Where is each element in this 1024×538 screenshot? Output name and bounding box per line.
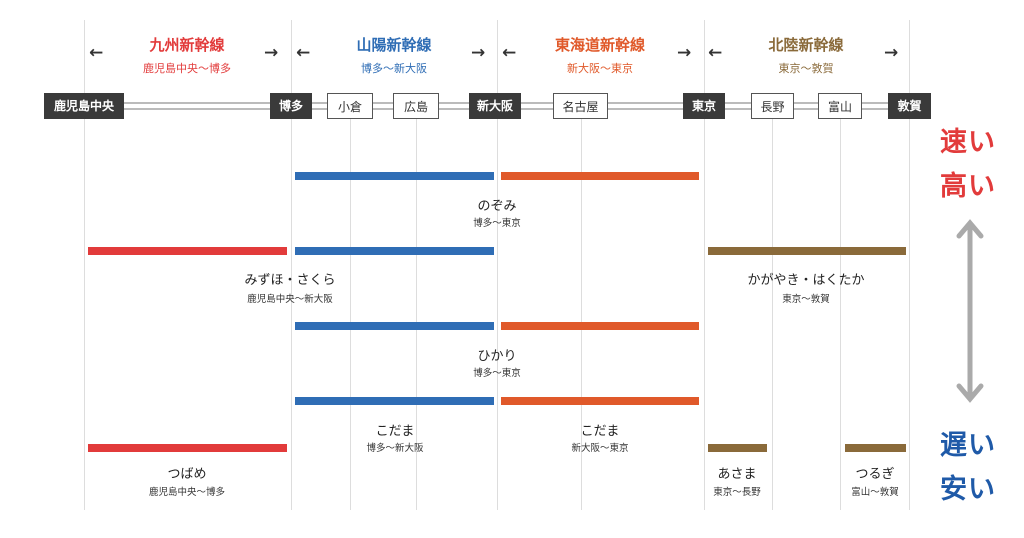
asama-bar — [708, 444, 767, 452]
station-kagoshima-chuo: 鹿児島中央 — [44, 93, 124, 119]
guide-line — [704, 20, 705, 510]
train-range-hikari: 博多〜東京 — [473, 368, 521, 379]
guide-line — [84, 20, 85, 510]
arrow-left-icon: ← — [708, 43, 723, 63]
arrow-left-icon: ← — [296, 43, 311, 63]
nozomi-tokaido-bar — [501, 172, 699, 180]
kodama-tokaido-bar — [501, 397, 699, 405]
guide-line — [909, 20, 910, 510]
legend-fast: 速い — [940, 127, 996, 158]
arrow-right-icon: → — [471, 43, 486, 63]
kagayaki-bar — [708, 247, 906, 255]
tsubame-bar — [88, 444, 287, 452]
train-range-kagayaki-hakutaka: 東京〜敦賀 — [782, 294, 830, 305]
train-name-hikari: ひかり — [477, 349, 517, 364]
train-range-tsurugi: 富山〜敦賀 — [851, 487, 899, 498]
train-range-asama: 東京〜長野 — [713, 487, 761, 498]
train-range-tsubame: 鹿児島中央〜博多 — [148, 487, 225, 498]
line-range-hokuriku: 東京〜敦賀 — [778, 62, 834, 75]
station-kokura: 小倉 — [327, 93, 373, 119]
guide-line — [416, 119, 417, 510]
double-arrow-icon — [956, 219, 984, 403]
train-name-asama: あさま — [717, 467, 757, 482]
station-hakata: 博多 — [270, 93, 312, 119]
train-name-kagayaki-hakutaka: かがやき・はくたか — [747, 273, 865, 288]
line-range-kyushu: 鹿児島中央〜博多 — [143, 62, 231, 75]
train-range-kodama-tokaido: 新大阪〜東京 — [571, 443, 629, 454]
nozomi-sanyo-bar — [295, 172, 494, 180]
mizuho-sanyo-bar — [295, 247, 494, 255]
station-tokyo: 東京 — [683, 93, 725, 119]
guide-line — [497, 20, 498, 510]
line-name-tokaido: 東海道新幹線 — [554, 36, 645, 54]
train-name-tsurugi: つるぎ — [855, 467, 895, 482]
station-nagano: 長野 — [751, 93, 794, 119]
station-tsuruga: 敦賀 — [888, 93, 931, 119]
kodama-sanyo-bar — [295, 397, 494, 405]
hikari-tokaido-bar — [501, 322, 699, 330]
station-shin-osaka: 新大阪 — [469, 93, 521, 119]
train-range-kodama-sanyo: 博多〜新大阪 — [366, 443, 424, 454]
guide-line — [350, 119, 351, 510]
guide-line — [581, 119, 582, 510]
line-range-tokaido: 新大阪〜東京 — [567, 62, 633, 75]
arrow-right-icon: → — [884, 43, 899, 63]
guide-line — [840, 119, 841, 510]
train-range-mizuho-sakura: 鹿児島中央〜新大阪 — [247, 294, 333, 305]
station-nagoya: 名古屋 — [553, 93, 608, 119]
station-toyama: 富山 — [818, 93, 862, 119]
hikari-sanyo-bar — [295, 322, 494, 330]
tsurugi-bar — [845, 444, 906, 452]
legend-high: 高い — [940, 171, 996, 202]
train-name-mizuho-sakura: みずほ・さくら — [244, 273, 336, 288]
line-name-sanyo: 山陽新幹線 — [356, 36, 432, 54]
line-name-kyushu: 九州新幹線 — [149, 36, 225, 54]
legend-slow: 遅い — [940, 430, 996, 461]
arrow-left-icon: ← — [89, 43, 104, 63]
train-name-kodama-tokaido: こだま — [580, 424, 620, 439]
train-name-nozomi: のぞみ — [477, 199, 517, 214]
train-name-kodama-sanyo: こだま — [375, 424, 415, 439]
line-name-hokuriku: 北陸新幹線 — [768, 36, 844, 54]
mizuho-kyushu-bar — [88, 247, 287, 255]
arrow-left-icon: ← — [502, 43, 517, 63]
train-range-nozomi: 博多〜東京 — [473, 218, 521, 229]
guide-line — [291, 20, 292, 510]
station-hiroshima: 広島 — [393, 93, 439, 119]
arrow-right-icon: → — [264, 43, 279, 63]
line-range-sanyo: 博多〜新大阪 — [361, 62, 427, 75]
train-name-tsubame: つばめ — [167, 467, 207, 482]
legend-cheap: 安い — [940, 474, 996, 505]
guide-line — [772, 119, 773, 510]
arrow-right-icon: → — [677, 43, 692, 63]
